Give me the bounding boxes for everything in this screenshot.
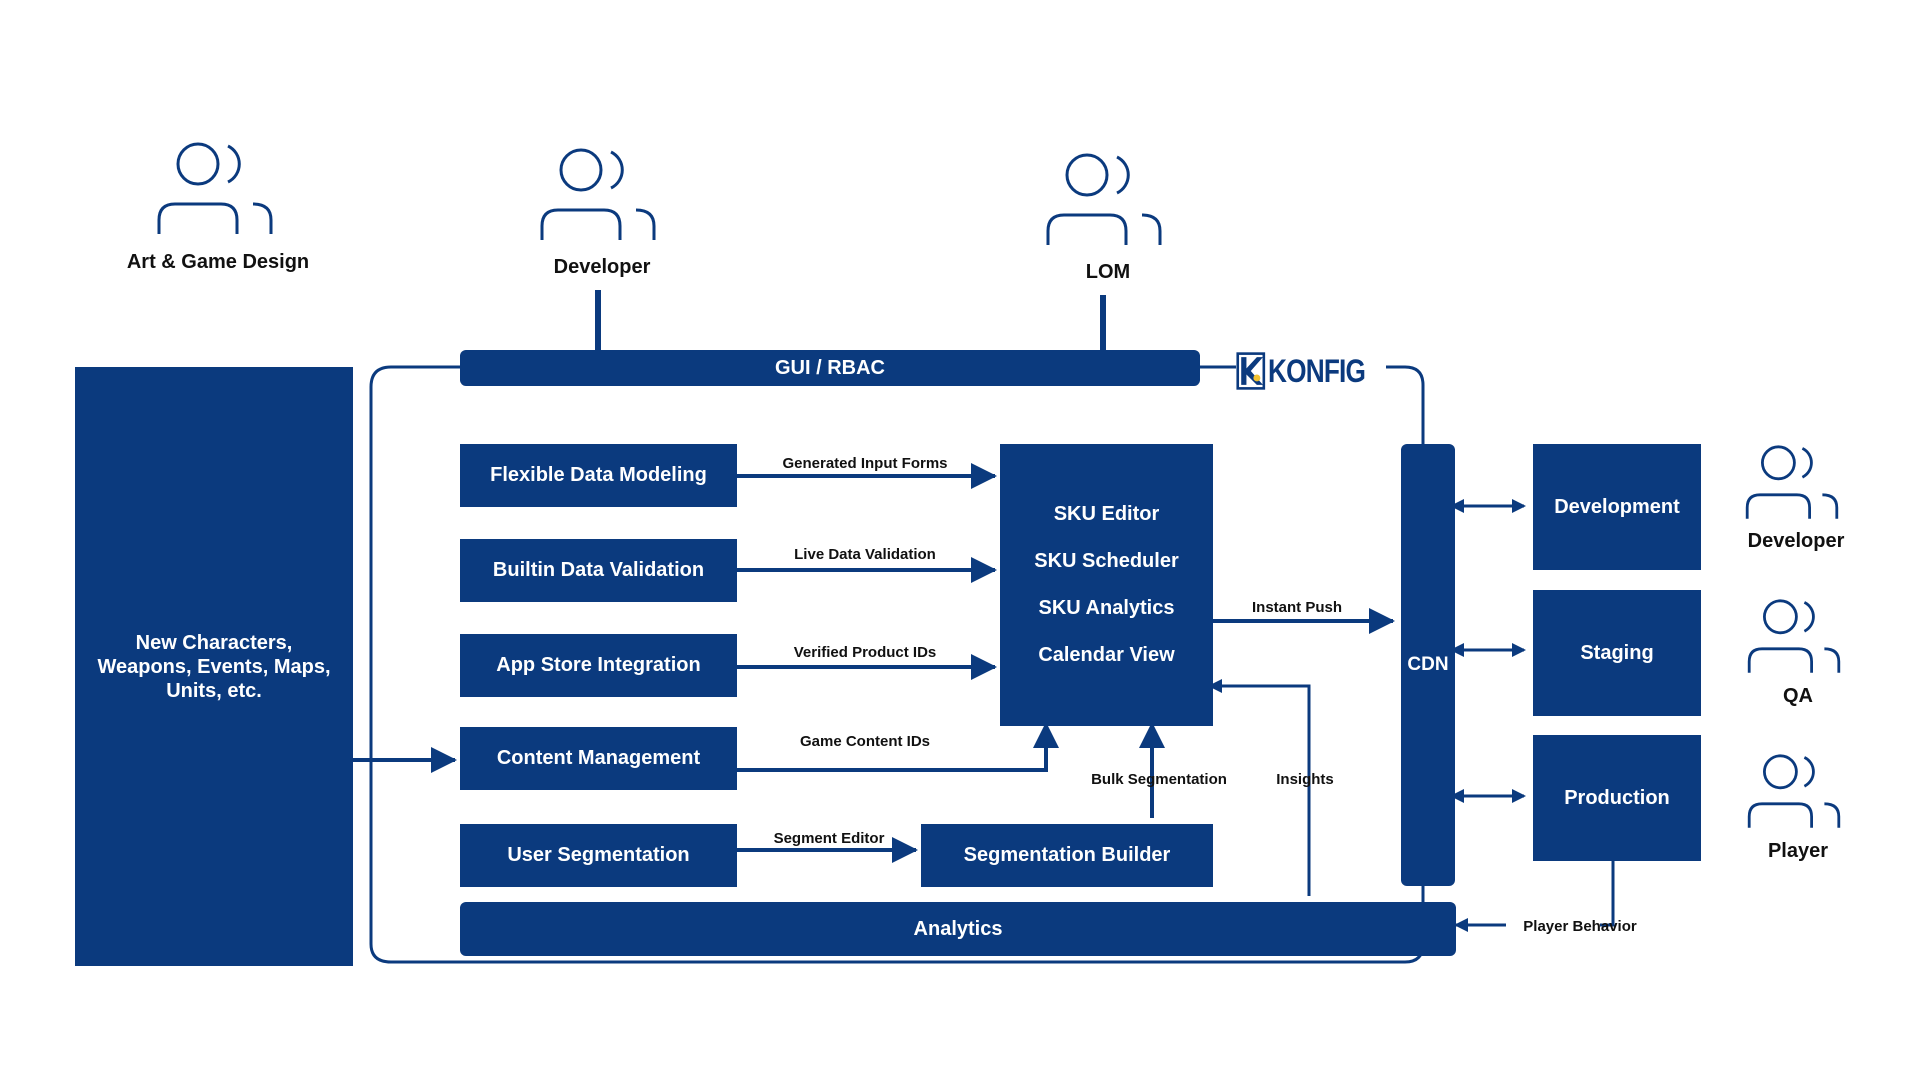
sku-editor-label: SKU Editor [1053, 503, 1160, 525]
segmentation-builder-label: Segmentation Builder [963, 844, 1171, 866]
sku-analytics-label: SKU Analytics [1038, 597, 1175, 619]
flexible-data-modeling-label: Flexible Data Modeling [490, 464, 707, 486]
bulk-segmentation-label: Bulk Segmentation [1091, 771, 1227, 788]
cdn-label: CDN [1407, 654, 1449, 675]
sku-scheduler-label: SKU Scheduler [1034, 550, 1179, 572]
calendar-view-label: Calendar View [1038, 644, 1175, 666]
developer-top-person-icon [540, 148, 656, 240]
user-segmentation-label: User Segmentation [507, 844, 690, 866]
qa-label: QA [1783, 685, 1813, 707]
cdn-column: CDN [1401, 444, 1455, 886]
developer-right-person-icon [1745, 445, 1839, 519]
generated-input-forms-label: Generated Input Forms [782, 455, 948, 472]
segment-editor-label: Segment Editor [773, 830, 885, 847]
konfig-container-outline [369, 365, 1425, 964]
arrow-game-content-ids [736, 722, 1059, 772]
verified-product-ids-label: Verified Product IDs [793, 644, 937, 661]
gui-rbac-bar: GUI / RBAC [460, 350, 1200, 386]
content-management-box: Content Management [460, 727, 737, 790]
development-box: Development [1533, 444, 1701, 570]
development-label: Development [1554, 495, 1680, 518]
lom-label: LOM [1085, 261, 1131, 283]
art-design-person-icon [157, 142, 273, 234]
game-content-ids-label: Game Content IDs [799, 733, 931, 750]
developer-top-label: Developer [553, 256, 651, 278]
staging-box: Staging [1533, 590, 1701, 716]
qa-person-icon [1747, 599, 1841, 673]
arrow-player-behavior [1600, 860, 1615, 927]
analytics-bar: Analytics [460, 902, 1456, 956]
player-behavior-label: Player Behavior [1523, 918, 1637, 935]
instant-push-label: Instant Push [1251, 599, 1343, 616]
user-segmentation-box: User Segmentation [460, 824, 737, 887]
developer-right-label: Developer [1747, 530, 1845, 552]
gui-rbac-label: GUI / RBAC [775, 356, 885, 379]
art-design-label: Art & Game Design [126, 251, 310, 273]
app-store-integration-box: App Store Integration [460, 634, 737, 697]
sku-panel: SKU Editor SKU Scheduler SKU Analytics C… [1000, 444, 1213, 726]
flexible-data-modeling-box: Flexible Data Modeling [460, 444, 737, 507]
konfig-logo: KONFIG [1236, 346, 1386, 396]
new-content-text: New Characters, Weapons, Events, Maps, U… [97, 631, 331, 702]
player-person-icon [1747, 754, 1841, 828]
player-label: Player [1767, 840, 1829, 862]
insights-label: Insights [1276, 771, 1334, 788]
segmentation-builder-box: Segmentation Builder [921, 824, 1213, 887]
lom-person-icon [1046, 153, 1162, 245]
live-data-validation-label: Live Data Validation [794, 546, 936, 563]
content-management-label: Content Management [496, 747, 701, 769]
konfig-logo-text: KONFIG [1267, 352, 1366, 389]
app-store-integration-label: App Store Integration [496, 654, 701, 676]
new-content-panel: New Characters, Weapons, Events, Maps, U… [75, 367, 353, 966]
arrow-insights [1208, 679, 1311, 896]
builtin-data-validation-box: Builtin Data Validation [460, 539, 737, 602]
analytics-label: Analytics [913, 917, 1003, 940]
konfig-logo-mark [1236, 352, 1266, 390]
production-box: Production [1533, 735, 1701, 861]
staging-label: Staging [1580, 641, 1654, 664]
production-label: Production [1564, 786, 1670, 809]
builtin-data-validation-label: Builtin Data Validation [492, 559, 705, 581]
